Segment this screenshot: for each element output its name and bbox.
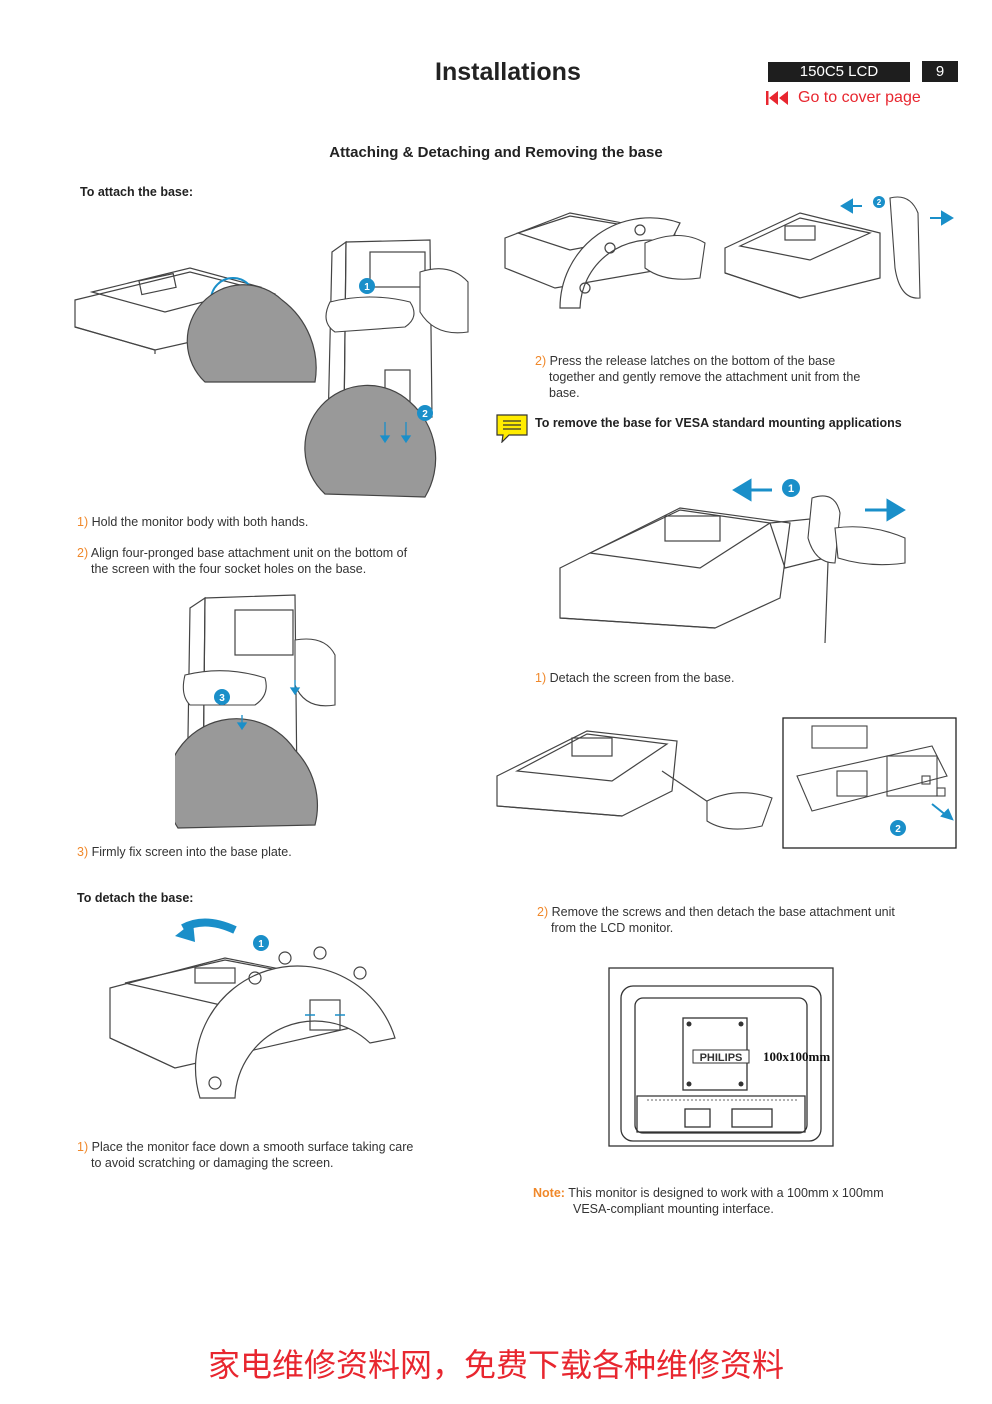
vesa-rear-view-illustration: PHILIPS 100x100mm <box>608 967 834 1147</box>
detach-step-1: 1) Place the monitor face down a smooth … <box>77 1140 414 1170</box>
brand-logo: PHILIPS <box>700 1052 743 1064</box>
page-title: Installations <box>435 58 581 86</box>
svg-text:1: 1 <box>788 483 794 495</box>
page-number-badge: 9 <box>922 61 958 82</box>
detach-base-illustration: 1 <box>109 918 396 1099</box>
svg-text:2: 2 <box>422 409 428 420</box>
svg-text:1: 1 <box>258 939 264 950</box>
attach-step-1: 1) Hold the monitor body with both hands… <box>77 515 309 529</box>
callout-1-icon: 1 <box>782 479 800 497</box>
release-latch-illustration: 2 <box>504 196 954 309</box>
cover-link-label: Go to cover page <box>798 89 921 106</box>
vesa-note: Note: This monitor is designed to work w… <box>533 1186 884 1216</box>
fix-screen-illustration: 3 <box>175 594 336 829</box>
callout-3-icon: 3 <box>214 689 230 705</box>
detach-heading: To detach the base: <box>77 891 194 905</box>
vesa-step-1: 1) Detach the screen from the base. <box>535 671 735 685</box>
svg-text:3: 3 <box>219 693 225 704</box>
attach-base-illustration: 1 2 <box>74 239 469 498</box>
remove-screws-illustration: 2 <box>496 717 957 849</box>
detach-screen-illustration: 1 <box>559 478 906 644</box>
attach-step-3: 3) Firmly fix screen into the base plate… <box>77 845 292 859</box>
footer-banner: 家电维修资料网，免费下载各种维修资料 <box>207 1346 784 1384</box>
attach-heading: To attach the base: <box>80 185 193 199</box>
vesa-size-label: 100x100mm <box>763 1049 830 1064</box>
model-badge: 150C5 LCD <box>768 62 910 82</box>
callout-2-icon: 2 <box>890 820 906 836</box>
svg-text:2: 2 <box>877 198 882 207</box>
vesa-heading: To remove the base for VESA standard mou… <box>535 416 902 430</box>
vesa-step-2: 2) Remove the screws and then detach the… <box>537 905 895 935</box>
section-heading: Attaching & Detaching and Removing the b… <box>329 144 663 161</box>
skip-back-icon <box>766 91 788 105</box>
svg-text:1: 1 <box>364 282 370 293</box>
attach-step-2: 2) Align four-pronged base attachment un… <box>77 546 408 576</box>
callout-2-icon: 2 <box>417 405 433 421</box>
detach-step-2: 2) Press the release latches on the bott… <box>535 354 861 400</box>
callout-2-icon: 2 <box>873 196 885 208</box>
note-icon <box>496 414 528 443</box>
callout-1-icon: 1 <box>253 935 269 951</box>
callout-1-icon: 1 <box>359 278 375 294</box>
svg-text:2: 2 <box>895 824 901 835</box>
go-to-cover-link[interactable]: Go to cover page <box>766 87 921 109</box>
